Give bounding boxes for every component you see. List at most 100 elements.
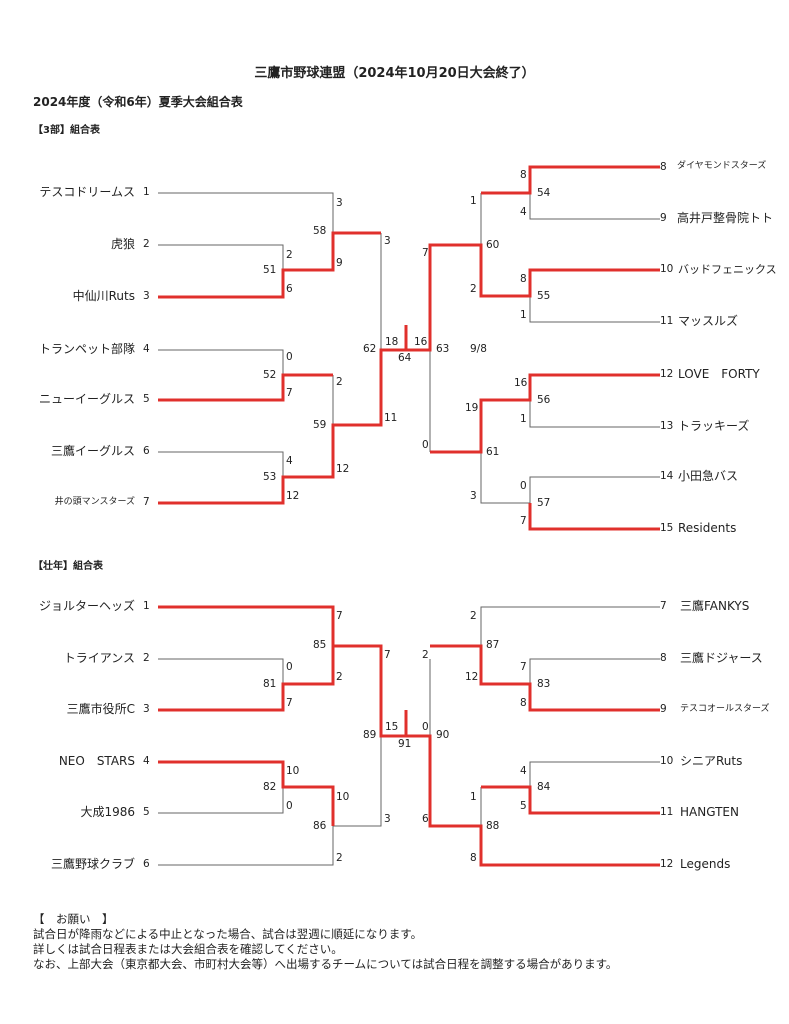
line-t14 xyxy=(529,476,660,503)
team-name: 虎狼 xyxy=(110,237,135,251)
score: 11 xyxy=(384,412,398,424)
score: 18 xyxy=(385,336,399,348)
team-seed: 8 xyxy=(660,652,667,664)
team-seed: 13 xyxy=(660,420,674,432)
team-seed: 15 xyxy=(660,522,674,534)
team-seed: 5 xyxy=(143,806,150,818)
team-name: NEO STARS xyxy=(58,754,135,768)
score: 51 xyxy=(263,264,277,276)
page-subtitle: 2024年度（令和6年）夏季大会組合表 xyxy=(33,95,243,109)
team-name: テスコドリームス xyxy=(39,185,135,199)
team-name: 三鷹野球クラブ xyxy=(50,857,135,871)
win-t5 xyxy=(158,373,333,402)
score: 88 xyxy=(486,820,500,832)
line-m8 xyxy=(529,658,660,684)
score: 62 xyxy=(363,343,377,355)
team-name: Residents xyxy=(678,521,737,535)
team-seed: 12 xyxy=(660,368,674,380)
team-name: ダイヤモンドスターズ xyxy=(677,161,767,171)
score: 16 xyxy=(514,377,528,389)
score: 2 xyxy=(336,852,343,864)
score: 53 xyxy=(263,471,277,483)
page-title: 三鷹市野球連盟（2024年10月20日大会終了） xyxy=(254,66,535,81)
team-name: 大成1986 xyxy=(80,805,135,819)
win-m11 xyxy=(481,785,660,815)
line-m6 xyxy=(158,826,334,866)
win-m1 xyxy=(158,605,408,738)
team-name: 高井戸整骨院トト xyxy=(677,211,774,225)
score: 8 xyxy=(470,852,477,864)
line-t1 xyxy=(158,192,334,233)
score: 3 xyxy=(336,197,343,209)
notes-line: 詳しくは試合日程表または大会組合表を確認してください。 xyxy=(33,942,343,956)
team-name: マッスルズ xyxy=(678,314,739,328)
team-seed: 11 xyxy=(660,806,674,818)
team-seed: 3 xyxy=(143,703,150,715)
score: 2 xyxy=(470,283,477,295)
team-name: 井の頭マンスターズ xyxy=(54,497,135,507)
score: 3 xyxy=(384,813,391,825)
line-m5 xyxy=(158,787,284,814)
score: 7 xyxy=(286,697,293,709)
score: 86 xyxy=(313,820,327,832)
win-t15 xyxy=(528,503,660,531)
team-name: トランペット部隊 xyxy=(38,342,135,356)
score: 5 xyxy=(520,800,527,812)
notes-line: 試合日が降雨などによる中止となった場合、試合は翌週に順延になります。 xyxy=(33,927,423,941)
line-t13 xyxy=(529,400,660,428)
team-name: LOVE FORTY xyxy=(678,367,760,381)
team-seed: 9 xyxy=(660,212,667,224)
score: 7 xyxy=(520,661,527,673)
line-t9 xyxy=(529,193,660,220)
score: 4 xyxy=(520,206,527,218)
score: 9 xyxy=(336,257,343,269)
score: 7 xyxy=(422,247,429,259)
score: 59 xyxy=(313,419,327,431)
line-m10 xyxy=(529,761,660,787)
score: 1 xyxy=(520,413,527,425)
team-name: ニューイーグルス xyxy=(38,392,135,406)
score: 4 xyxy=(520,765,527,777)
win-t12 xyxy=(430,373,660,454)
score: 0 xyxy=(286,661,293,673)
score: 12 xyxy=(286,490,300,502)
win-t7 xyxy=(158,325,408,505)
score: 0 xyxy=(422,439,429,451)
score: 63 xyxy=(436,343,450,355)
score: 81 xyxy=(263,678,277,690)
line-msf-left-lower xyxy=(333,736,382,827)
team-seed: 12 xyxy=(660,858,674,870)
score: 2 xyxy=(470,610,477,622)
team-seed: 14 xyxy=(660,470,674,482)
team-name: Legends xyxy=(680,857,731,871)
score: 87 xyxy=(486,639,500,651)
line-m7 xyxy=(480,606,660,659)
score: 56 xyxy=(537,394,551,406)
match-date: 9/8 xyxy=(470,343,487,355)
team-name: HANGTEN xyxy=(680,805,739,819)
team-name: テスコオールスターズ xyxy=(680,704,770,714)
score: 58 xyxy=(313,225,327,237)
score: 83 xyxy=(537,678,551,690)
section-3bu-heading: 【3部】組合表 xyxy=(33,125,100,136)
score: 7 xyxy=(336,610,343,622)
line-t11 xyxy=(529,296,660,323)
score: 2 xyxy=(336,376,343,388)
score: 84 xyxy=(537,781,551,793)
score: 7 xyxy=(286,387,293,399)
score: 1 xyxy=(520,309,527,321)
team-seed: 2 xyxy=(143,652,150,664)
section-masters-heading: 【壮年】組合表 xyxy=(33,561,103,572)
score: 60 xyxy=(486,239,500,251)
score: 91 xyxy=(398,738,412,750)
score: 1 xyxy=(470,195,477,207)
score: 0 xyxy=(286,800,293,812)
score: 2 xyxy=(422,649,429,661)
score: 8 xyxy=(520,273,527,285)
team-name: トラッキーズ xyxy=(678,419,750,433)
line-t4 xyxy=(158,349,284,375)
score: 85 xyxy=(313,639,327,651)
team-seed: 1 xyxy=(143,600,150,612)
team-name: バッドフェニックス xyxy=(678,263,777,276)
